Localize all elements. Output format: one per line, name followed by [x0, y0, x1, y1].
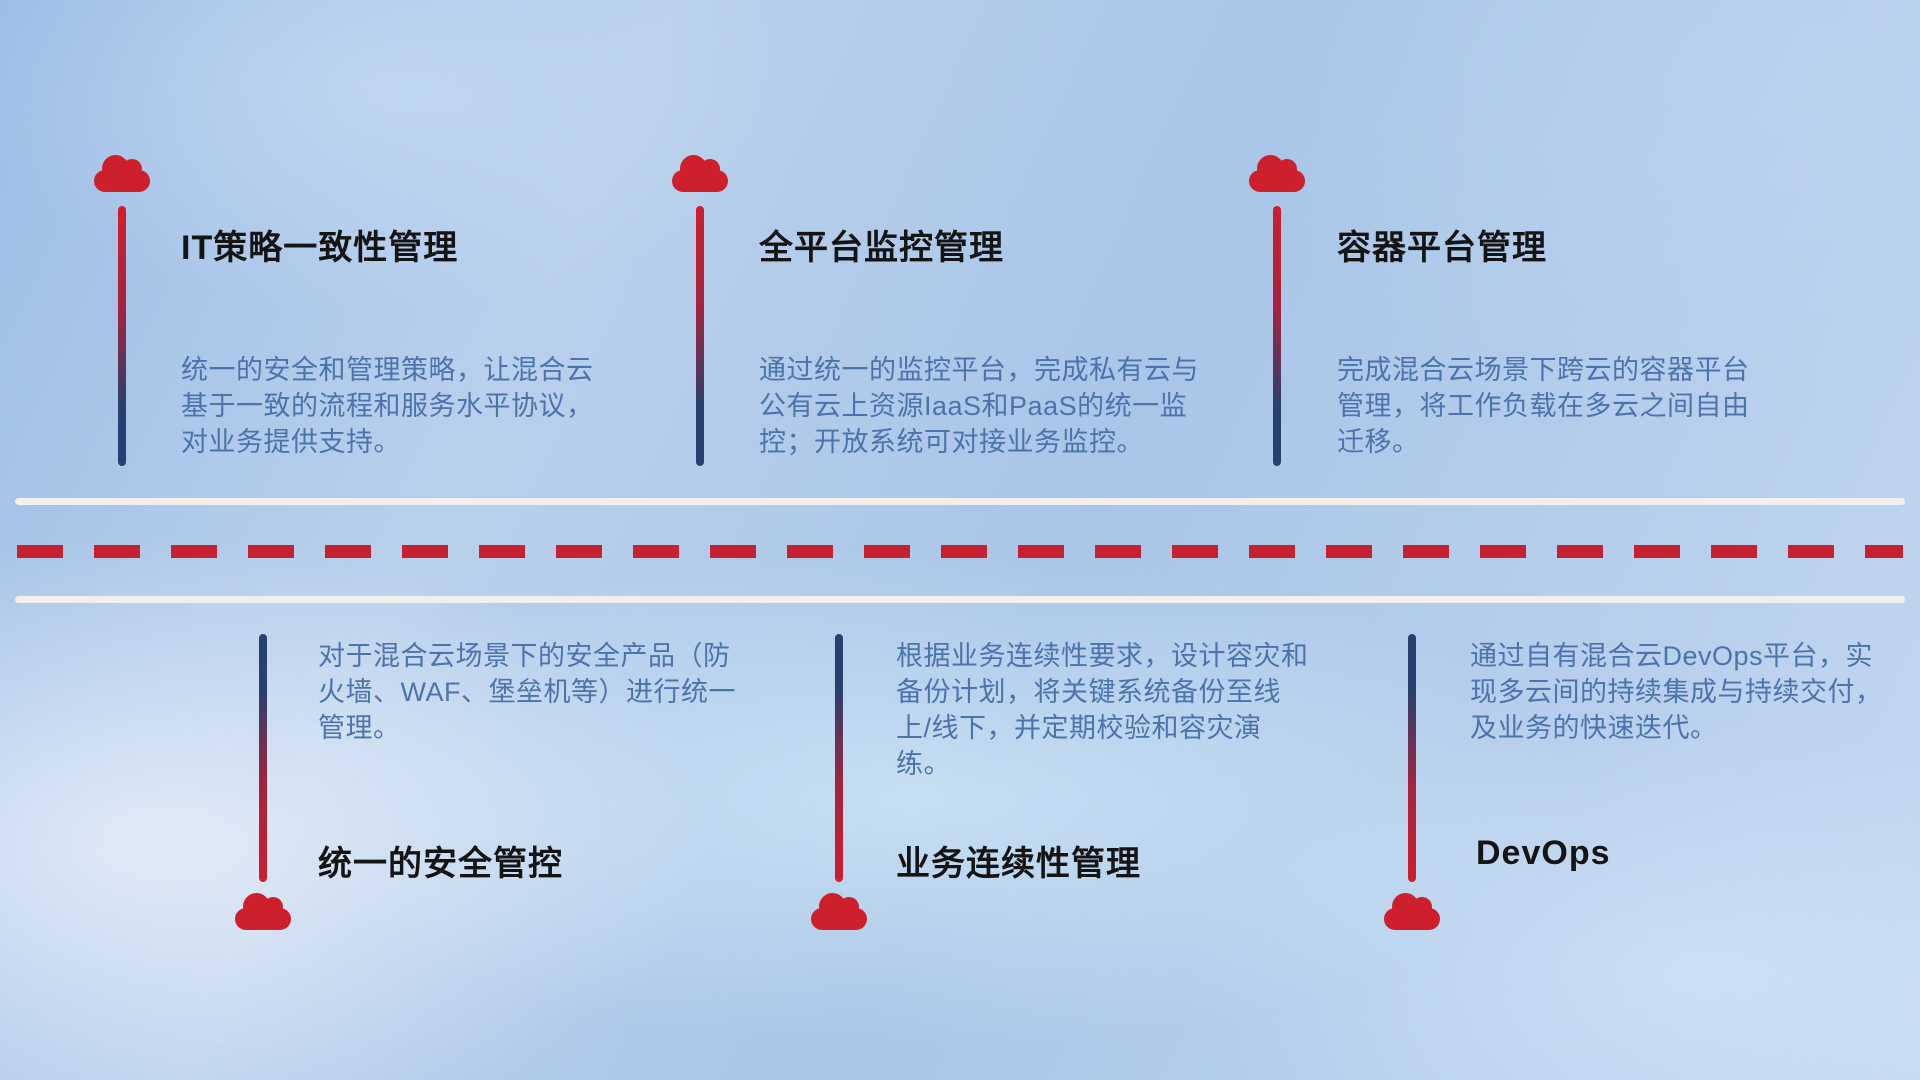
timeline-stem — [696, 206, 704, 466]
item-description: 根据业务连续性要求，设计容灾和备份计划，将关键系统备份至线上/线下，并定期校验和… — [896, 641, 1309, 779]
item-title: IT策略一致性管理 — [181, 229, 459, 267]
cloud-icon — [1384, 893, 1440, 930]
timeline-stem — [118, 206, 126, 466]
timeline-stem — [259, 634, 267, 882]
cloud-icon — [672, 155, 728, 192]
cloud-icon — [235, 893, 291, 930]
item-description: 对于混合云场景下的安全产品（防火墙、WAF、堡垒机等）进行统一管理。 — [318, 641, 736, 743]
timeline-stem — [1408, 634, 1416, 882]
item-title: 业务连续性管理 — [896, 845, 1141, 883]
timeline-stem — [835, 634, 843, 882]
item-title: 容器平台管理 — [1337, 229, 1547, 267]
item-description: 通过自有混合云DevOps平台，实现多云间的持续集成与持续交付，及业务的快速迭代… — [1470, 641, 1883, 743]
road-dashed-line — [17, 545, 1903, 558]
timeline-stem — [1273, 206, 1281, 466]
item-description: 通过统一的监控平台，完成私有云与公有云上资源IaaS和PaaS的统一监控；开放系… — [759, 355, 1199, 457]
cloud-icon — [811, 893, 867, 930]
road-line-top — [15, 498, 1905, 505]
item-title: DevOps — [1476, 834, 1611, 872]
item-title: 全平台监控管理 — [759, 229, 1004, 267]
road-line-bottom — [15, 596, 1905, 603]
item-title: 统一的安全管控 — [318, 845, 563, 883]
item-description: 统一的安全和管理策略，让混合云基于一致的流程和服务水平协议，对业务提供支持。 — [181, 355, 594, 457]
item-description: 完成混合云场景下跨云的容器平台管理，将工作负载在多云之间自由迁移。 — [1337, 355, 1750, 457]
cloud-icon — [1249, 155, 1305, 192]
cloud-icon — [94, 155, 150, 192]
